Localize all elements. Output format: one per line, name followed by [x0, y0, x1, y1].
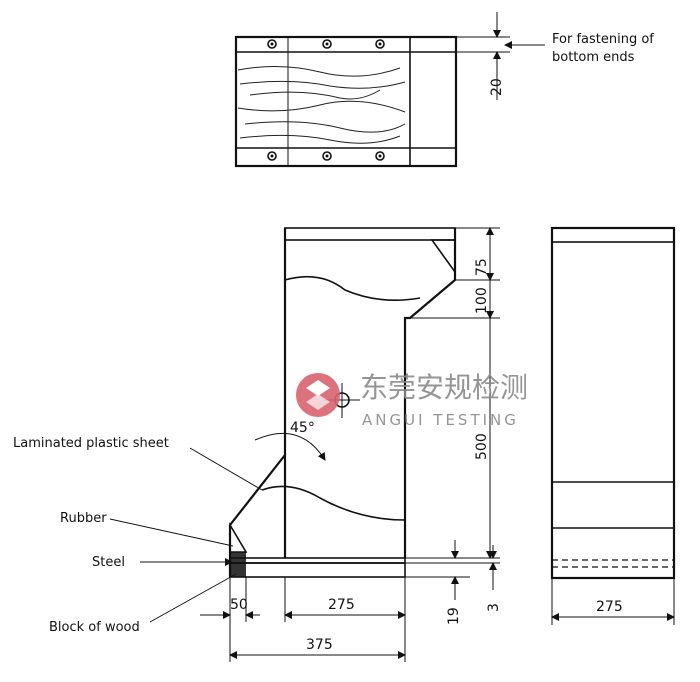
dim-19: 19	[446, 607, 462, 625]
wood-grain	[237, 65, 401, 77]
top-view: 20 For fastening of bottom ends	[234, 12, 654, 168]
label-steel: Steel	[92, 555, 125, 570]
break-line-bottom	[261, 485, 406, 521]
top-wood-strip	[284, 227, 456, 241]
angle-arc	[254, 432, 326, 461]
wood-grain	[244, 121, 406, 133]
leader-laminated	[189, 447, 263, 491]
leader-block-of-wood	[149, 573, 237, 623]
top-rubber-wedge	[430, 239, 456, 275]
wood-grain	[237, 100, 406, 113]
laminated-sheet	[229, 454, 286, 526]
wood-grain	[239, 80, 406, 89]
dim-75: 75	[474, 258, 490, 276]
dim-100: 100	[474, 287, 490, 314]
side-view-outline	[550, 226, 676, 580]
top-view-outline	[234, 35, 458, 168]
fastening-note-line2: bottom ends	[552, 50, 635, 65]
wood-grain	[249, 89, 381, 100]
break-line-top	[284, 275, 421, 302]
watermark: 东莞安规检测 ANGUI TESTING	[296, 371, 528, 429]
dim-20: 20	[489, 78, 505, 96]
angui-logo-icon	[296, 373, 340, 417]
screw-icons	[267, 39, 385, 161]
side-top-strip	[551, 227, 675, 243]
angle-label: 45°	[290, 420, 315, 436]
label-laminated-sheet: Laminated plastic sheet	[13, 436, 169, 451]
front-view: 45° 75 100 500 19 3 50 275 375	[200, 227, 502, 662]
dim-3: 3	[486, 603, 502, 612]
label-rubber: Rubber	[60, 511, 107, 526]
callouts: Laminated plastic sheet Rubber Steel Blo…	[13, 436, 263, 635]
watermark-cn: 东莞安规检测	[360, 371, 528, 404]
bottom-rubber-wedge	[229, 522, 248, 553]
wood-block	[229, 562, 406, 578]
side-view: 275	[550, 226, 676, 625]
leader-rubber	[109, 518, 234, 547]
dim-275-front: 275	[328, 597, 355, 613]
dim-500: 500	[474, 433, 490, 460]
dim-375: 375	[306, 637, 333, 653]
fastening-note-line1: For fastening of	[552, 32, 654, 47]
watermark-en: ANGUI TESTING	[362, 411, 519, 429]
label-block-of-wood: Block of wood	[49, 620, 140, 635]
dim-50: 50	[230, 597, 248, 613]
wood-grain	[239, 134, 401, 144]
dim-275-side: 275	[596, 599, 623, 615]
